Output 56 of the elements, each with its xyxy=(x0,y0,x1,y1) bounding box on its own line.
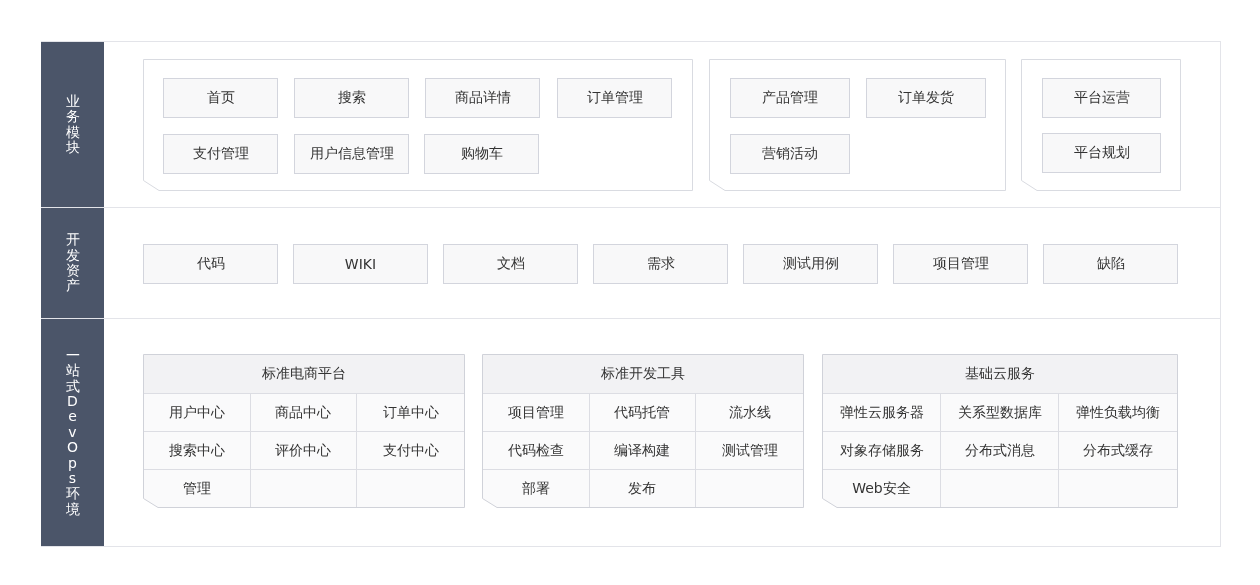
module-card: 首页 xyxy=(163,78,278,118)
table-cell: 支付中心 xyxy=(357,432,464,470)
module-card: 测试用例 xyxy=(743,244,878,284)
module-card: 搜索 xyxy=(294,78,409,118)
module-card: 需求 xyxy=(593,244,728,284)
table-cell: 分布式消息 xyxy=(941,432,1059,470)
table-cell: 测试管理 xyxy=(696,432,803,470)
table-cell: 弹性负载均衡 xyxy=(1059,394,1177,432)
module-card: 平台规划 xyxy=(1042,133,1161,173)
table-cell: 部署 xyxy=(483,470,590,507)
band-title: 一站式DevOps环境 xyxy=(65,347,80,518)
table-panel xyxy=(822,354,1178,508)
table-cell: 商品中心 xyxy=(250,394,358,432)
table-cell: 用户中心 xyxy=(144,394,251,432)
module-card: 缺陷 xyxy=(1043,244,1178,284)
table-cell: 项目管理 xyxy=(483,394,590,432)
module-card: 商品详情 xyxy=(425,78,540,118)
group-panel xyxy=(709,59,1006,191)
group-panel xyxy=(143,59,693,191)
table-cell: 弹性云服务器 xyxy=(823,394,941,432)
table-cell: 搜索中心 xyxy=(144,432,251,470)
table-cell: 评价中心 xyxy=(250,432,358,470)
table-panel xyxy=(143,354,465,508)
table-cell: 发布 xyxy=(589,470,697,507)
module-card: 订单发货 xyxy=(866,78,986,118)
layer-band xyxy=(41,318,1221,547)
module-card: 用户信息管理 xyxy=(294,134,409,174)
table-heading: 标准电商平台 xyxy=(144,355,464,394)
table-cell: 代码检查 xyxy=(483,432,590,470)
module-card: 购物车 xyxy=(424,134,539,174)
table-cell: 订单中心 xyxy=(357,394,464,432)
module-card: 产品管理 xyxy=(730,78,850,118)
band-title: 业务模块 xyxy=(65,93,80,156)
table-panel xyxy=(482,354,804,508)
table-cell: 编译构建 xyxy=(589,432,697,470)
module-card: 支付管理 xyxy=(163,134,278,174)
table-cell: 关系型数据库 xyxy=(941,394,1059,432)
module-card: 平台运营 xyxy=(1042,78,1161,118)
table-cell: 管理 xyxy=(144,470,251,507)
group-panel xyxy=(1021,59,1181,191)
table-heading: 标准开发工具 xyxy=(483,355,803,394)
table-heading: 基础云服务 xyxy=(823,355,1177,394)
layer-band xyxy=(41,41,1221,208)
module-card: WIKI xyxy=(293,244,428,284)
table-cell: 分布式缓存 xyxy=(1059,432,1177,470)
table-cell: 流水线 xyxy=(696,394,803,432)
table-cell: Web安全 xyxy=(823,470,941,507)
table-cell: 代码托管 xyxy=(589,394,697,432)
module-card: 营销活动 xyxy=(730,134,850,174)
module-card: 文档 xyxy=(443,244,578,284)
module-card: 代码 xyxy=(143,244,278,284)
band-title: 开发资产 xyxy=(65,232,80,294)
module-card: 订单管理 xyxy=(557,78,672,118)
table-cell: 对象存储服务 xyxy=(823,432,941,470)
module-card: 项目管理 xyxy=(893,244,1028,284)
layer-band xyxy=(41,207,1221,319)
